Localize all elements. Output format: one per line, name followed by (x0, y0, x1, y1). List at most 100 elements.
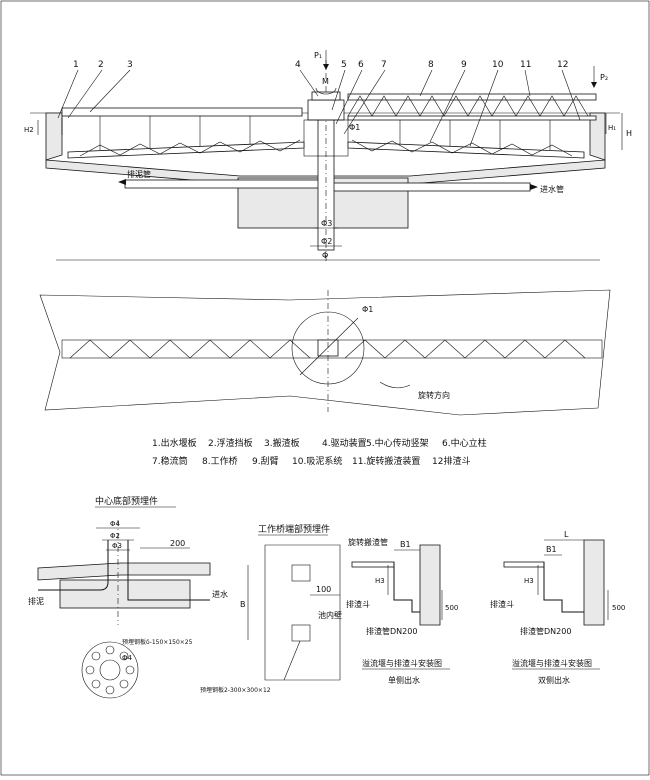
stilling-drum (303, 119, 349, 157)
flange-inner (99, 659, 121, 681)
inlet-arrow (530, 184, 538, 190)
callout-12: 12 (557, 60, 568, 70)
center-label-phi2: Φ2 (110, 532, 120, 540)
legend-item-2: 2.浮渣挡板 (208, 437, 253, 449)
bridge-label-wall: 池内壁 (318, 610, 342, 620)
sludge-arrow (118, 179, 126, 185)
moment-arc (315, 87, 337, 95)
legend: 1.出水堰板 2.浮渣挡板 3.搬渣板 4.驱动装置 5.中心传动竖架 6.中心… (152, 437, 487, 467)
legend-item-4: 4.驱动装置 (322, 437, 367, 449)
center-slab (37, 562, 211, 581)
detail-single-side: 旋转搬渣管 B1 H3 排渣斗 500 排渣管DN200 溢流堰与排渣斗安装图 … (346, 537, 458, 685)
double-wall (583, 539, 605, 626)
callout-7: 7 (381, 60, 387, 70)
plan-truss-left (69, 339, 311, 359)
flange-bolts (85, 645, 135, 695)
bridge-right-top (347, 93, 597, 101)
label-phi1: Φ1 (349, 123, 360, 132)
callout-3: 3 (127, 60, 133, 70)
detail-double-side: L B1 H3 排渣斗 500 排渣管DN200 溢流堰与排渣斗安装图 双侧出水 (490, 530, 625, 685)
callout-9: 9 (461, 60, 467, 70)
single-hopper (393, 562, 420, 613)
callout-2: 2 (98, 60, 104, 70)
single-label-b1: B1 (400, 540, 411, 549)
label-phi2: Φ2 (321, 237, 332, 246)
single-wall (419, 544, 441, 626)
label-phi: Φ (322, 251, 328, 260)
bridge-left (61, 107, 303, 117)
bridge-right-bottom (347, 115, 597, 121)
legend-item-8: 8.工作桥 (202, 455, 238, 467)
plate-leader (283, 640, 301, 681)
arm-truss-right (351, 139, 573, 157)
legend-item-10: 10.吸泥系统 (292, 455, 342, 467)
sludge-pipe (124, 179, 326, 189)
double-label-500: 500 (612, 604, 625, 612)
scraper-arm-left (67, 141, 305, 159)
inlet-pipe (329, 182, 531, 192)
center-inlet-pipe (127, 540, 210, 601)
single-label-pipe: 旋转搬渣管 (348, 537, 388, 547)
plan-view: Φ1 旋转方向 (39, 289, 611, 416)
callout-4: 4 (295, 60, 301, 70)
label-p2: P₂ (600, 73, 608, 82)
double-label-l: L (564, 530, 569, 539)
center-sludge-pipe (38, 540, 109, 591)
main-section-view: 1 2 3 4 5 6 7 8 9 10 11 12 P₁ M P₂ H H₁ … (24, 50, 632, 262)
rotation-arrow (379, 381, 411, 389)
label-inlet: 进水管 (540, 184, 564, 194)
label-sludge-outlet: 排泥管 (127, 169, 151, 179)
double-label-b1: B1 (546, 545, 557, 554)
label-m: M (322, 77, 329, 86)
plan-phi1-leader (299, 317, 359, 376)
callout-10: 10 (492, 60, 504, 70)
arm-truss-left (79, 139, 301, 157)
callout-11: 11 (520, 60, 531, 70)
tank-bottom (45, 159, 606, 185)
double-label-h3: H3 (524, 577, 534, 585)
legend-item-7: 7.稳流筒 (152, 455, 188, 467)
double-title: 溢流堰与排渣斗安装图 (512, 658, 592, 668)
legend-item-1: 1.出水堰板 (152, 437, 197, 449)
p1-arrowhead (323, 64, 329, 70)
legend-item-9: 9.刮臂 (252, 455, 279, 467)
detail-center-title: 中心底部预埋件 (95, 495, 158, 507)
detail-center-embed: 中心底部预埋件 Φ4 Φ2 Φ3 200 排泥 进水 预埋钢板δ-150×150… (28, 495, 228, 699)
detail-bridge-embed: 工作桥端部预埋件 B 100 池内壁 预埋钢板2-300×300×12 (200, 523, 342, 694)
bridge-wall-panel (264, 544, 341, 681)
embed-plate-bottom (291, 624, 311, 642)
label-phi3: Φ3 (321, 219, 332, 228)
legend-item-12: 12排渣斗 (432, 455, 470, 467)
flange-outer (81, 641, 139, 699)
double-hopper (543, 562, 584, 613)
scraper-arm-right (347, 141, 585, 159)
double-label-hopper: 排渣斗 (490, 599, 514, 609)
drive-unit (307, 99, 345, 121)
callout-1: 1 (73, 60, 79, 70)
legend-item-5: 5.中心传动竖架 (366, 437, 429, 449)
callout-8: 8 (428, 60, 434, 70)
label-p1: P₁ (314, 51, 322, 60)
callout-6: 6 (358, 60, 364, 70)
p2-arrowhead (591, 82, 597, 88)
plan-truss-right (344, 339, 586, 359)
legend-item-3: 3.搬渣板 (264, 437, 300, 449)
drive-motor (311, 91, 341, 101)
label-h2: H2 (24, 126, 34, 134)
legend-item-11: 11.旋转搬渣装置 (352, 455, 420, 467)
double-label-drain: 排渣管DN200 (520, 626, 571, 636)
left-wall (45, 112, 63, 161)
center-base (59, 579, 191, 609)
center-label-phi4: Φ4 (110, 520, 121, 528)
center-label-phi3: Φ3 (112, 542, 122, 550)
label-h: H (626, 129, 632, 138)
bridge-label-100: 100 (316, 585, 331, 594)
callout-leaders (57, 69, 581, 147)
label-rotation: 旋转方向 (418, 390, 450, 400)
center-plate-note: 预埋钢板δ-150×150×25 (122, 638, 193, 646)
callout-5: 5 (341, 60, 347, 70)
double-subtitle: 双侧出水 (538, 675, 570, 685)
embed-plate-top (291, 564, 311, 582)
